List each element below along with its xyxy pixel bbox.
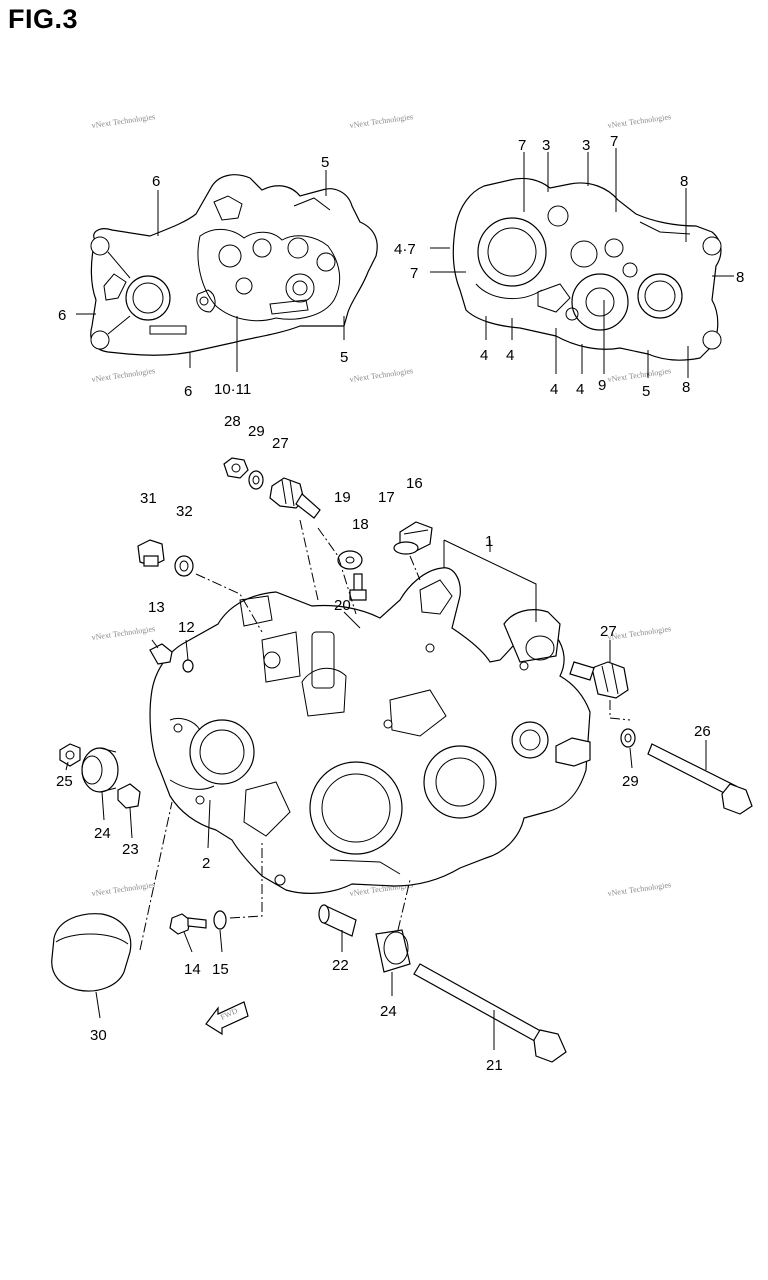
callouts: 6 5 6 5 6 10·11 7 3 3 7 8 4·7 7 8 4 4 4 … xyxy=(56,133,744,1074)
callout-27: 27 xyxy=(272,435,289,452)
callout-15: 15 xyxy=(212,961,229,978)
callout-24: 24 xyxy=(380,1003,397,1020)
figure-title: FIG.3 xyxy=(8,4,79,34)
callout-20: 20 xyxy=(334,597,351,614)
callout-4-7: 4·7 xyxy=(394,241,416,258)
callout-4: 4 xyxy=(550,381,558,398)
callout-25: 25 xyxy=(56,773,73,790)
leader-lines xyxy=(65,148,734,1050)
watermark: vNext Technologies xyxy=(91,366,156,384)
watermark: vNext Technologies xyxy=(349,112,414,130)
callout-4: 4 xyxy=(480,347,488,364)
callout-1: 1 xyxy=(485,533,493,550)
watermark: vNext Technologies xyxy=(91,112,156,130)
callout-6: 6 xyxy=(184,383,192,400)
callout-7: 7 xyxy=(610,133,618,150)
callout-8: 8 xyxy=(682,379,690,396)
watermark: vNext Technologies xyxy=(607,112,672,130)
crankcase-assembly xyxy=(149,567,591,894)
callout-8: 8 xyxy=(736,269,744,286)
callout-22: 22 xyxy=(332,957,349,974)
callout-18: 18 xyxy=(352,516,369,533)
callout-16: 16 xyxy=(406,475,423,492)
callout-27: 27 xyxy=(600,623,617,640)
callout-24: 24 xyxy=(94,825,111,842)
callout-9: 9 xyxy=(598,377,606,394)
callout-3: 3 xyxy=(542,137,550,154)
callout-21: 21 xyxy=(486,1057,503,1074)
callout-7: 7 xyxy=(518,137,526,154)
callout-4: 4 xyxy=(506,347,514,364)
watermark: vNext Technologies xyxy=(91,624,156,642)
callout-7: 7 xyxy=(410,265,418,282)
watermark: vNext Technologies xyxy=(607,624,672,642)
callout-4: 4 xyxy=(576,381,584,398)
callout-12: 12 xyxy=(178,619,195,636)
callout-5: 5 xyxy=(642,383,650,400)
callout-2: 2 xyxy=(202,855,210,872)
watermark: vNext Technologies xyxy=(607,366,672,384)
watermark: vNext Technologies xyxy=(91,880,156,898)
callout-26: 26 xyxy=(694,723,711,740)
callout-10-11: 10·11 xyxy=(214,381,251,398)
fwd-arrow-icon xyxy=(205,1001,249,1036)
callout-8: 8 xyxy=(680,173,688,190)
callout-13: 13 xyxy=(148,599,165,616)
callout-6: 6 xyxy=(58,307,66,324)
callout-32: 32 xyxy=(176,503,193,520)
callout-30: 30 xyxy=(90,1027,107,1044)
loose-parts: FWD xyxy=(51,457,753,1063)
left-crankcase-half xyxy=(90,174,378,356)
callout-5: 5 xyxy=(340,349,348,366)
callout-3: 3 xyxy=(582,137,590,154)
callout-17: 17 xyxy=(378,489,395,506)
callout-29: 29 xyxy=(248,423,265,440)
callout-6: 6 xyxy=(152,173,160,190)
right-crankcase-half xyxy=(452,177,722,361)
watermark: vNext Technologies xyxy=(349,366,414,384)
callout-31: 31 xyxy=(140,490,157,507)
callout-29: 29 xyxy=(622,773,639,790)
callout-28: 28 xyxy=(224,413,241,430)
callout-23: 23 xyxy=(122,841,139,858)
callout-19: 19 xyxy=(334,489,351,506)
callout-5: 5 xyxy=(321,154,329,171)
callout-14: 14 xyxy=(184,961,201,978)
watermark: vNext Technologies xyxy=(607,880,672,898)
